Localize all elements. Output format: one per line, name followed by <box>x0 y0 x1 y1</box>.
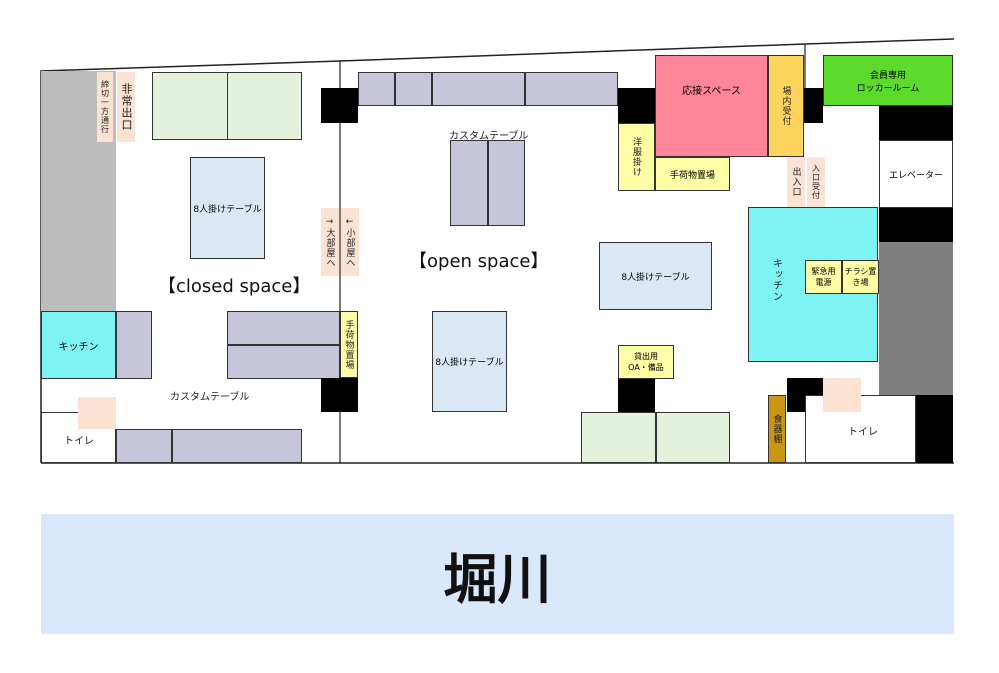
lavender-table <box>432 72 525 106</box>
lavender-table <box>358 72 395 106</box>
to-small-room-sign: ←小部屋へ <box>341 208 359 276</box>
lavender-table <box>395 72 432 106</box>
location-title: 堀川 <box>443 547 552 611</box>
toilet-left-door <box>78 397 116 429</box>
open-space-label: 【open space】 <box>409 251 549 272</box>
emergency-power: 緊急用 電源 <box>805 260 842 294</box>
entrance-sign: 出入口 <box>787 157 805 207</box>
luggage-area-top: 手荷物置場 <box>655 157 730 191</box>
reception-space: 応接スペース <box>655 55 768 157</box>
tableware-shelf: 食器棚 <box>768 395 786 463</box>
elevator: エレベーター <box>879 140 953 208</box>
pillar <box>618 88 655 123</box>
to-big-room-sign: →大部屋へ <box>321 208 339 276</box>
green-table <box>581 412 656 463</box>
custom-table-center <box>488 140 525 226</box>
toilet-right-door <box>823 378 861 412</box>
location-banner: 堀川 <box>41 514 954 634</box>
pillar <box>618 378 655 412</box>
floor-plan: 締切一方通行 非常出口 8人掛けテーブル 【closed space】 キッチン… <box>40 38 955 464</box>
lavender-table <box>116 429 172 463</box>
exit-note-label: 締切一方通行 <box>97 72 113 142</box>
lavender-table <box>227 311 340 345</box>
lavender-table <box>227 345 340 379</box>
custom-table-label-top: カスタムテーブル <box>449 131 529 142</box>
green-table <box>656 412 730 463</box>
toilet-left-label: トイレ <box>64 436 94 447</box>
member-locker-room: 会員専用 ロッカールーム <box>823 55 953 106</box>
venue-reception: 場内受付 <box>768 55 804 157</box>
pillar <box>321 88 358 123</box>
custom-table-label-left: カスタムテーブル <box>170 392 250 403</box>
counter-left <box>116 311 152 379</box>
pillar <box>321 378 358 412</box>
wall-block <box>879 208 953 242</box>
lavender-table <box>525 72 618 106</box>
right-gray-wall <box>879 242 953 395</box>
emergency-exit-label: 非常出口 <box>117 72 135 142</box>
wall-block <box>879 106 953 140</box>
toilet-right-label: トイレ <box>848 427 878 438</box>
luggage-area-left: 手荷物置場 <box>340 311 358 378</box>
rental-oa-area: 貸出用 OA・備品 <box>618 345 674 379</box>
coat-hanger: 洋服掛け <box>618 123 655 191</box>
wall-block <box>916 395 953 463</box>
entrance-reception-sign: 入口受付 <box>807 157 825 207</box>
green-table <box>152 72 228 140</box>
closed-space-label: 【closed space】 <box>158 276 311 297</box>
green-table <box>227 72 302 140</box>
lavender-table <box>172 429 302 463</box>
kitchen-right-label: キッチン <box>770 258 782 302</box>
custom-table-center <box>450 140 488 226</box>
kitchen-left: キッチン <box>41 311 116 379</box>
table-8-left: 8人掛けテーブル <box>190 157 265 259</box>
flyer-area: チラシ置 き場 <box>842 260 879 294</box>
table-8-right: 8人掛けテーブル <box>599 242 712 310</box>
table-8-center: 8人掛けテーブル <box>432 311 507 412</box>
